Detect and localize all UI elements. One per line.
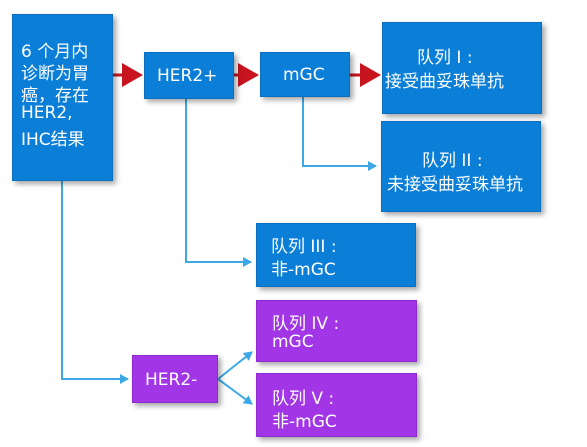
node-diagnosis-line-3: 癌，存在 [21,86,89,106]
node-cohort-2: 队列 II : 未接受曲妥珠单抗 [381,121,541,212]
node-mgc-label: mGC [283,65,325,85]
arrow-root-to-her2neg [61,181,129,384]
node-cohort-1: 队列 I : 接受曲妥珠单抗 [382,22,542,114]
node-diagnosis-line-1: 6 个月内 [21,42,89,62]
node-cohort-4-line-1: 队列 IV : [272,314,340,334]
node-diagnosis: 6 个月内 诊断为胃 癌，存在 HER2, IHC结果 [12,14,113,181]
node-diagnosis-line-2: 诊断为胃 [21,64,89,84]
node-cohort-3-line-1: 队列 III : [271,237,337,257]
node-cohort-4-line-2: mGC [272,332,314,352]
node-cohort-3: 队列 III : 非-mGC [256,223,416,287]
node-diagnosis-line-5: IHC结果 [21,130,85,150]
arrow-mgc-to-cohort2 [302,97,377,171]
node-her2-positive-label: HER2+ [157,66,218,86]
node-cohort-2-line-1: 队列 II : [422,151,483,171]
node-her2-negative-label: HER2- [145,370,198,390]
arrow-her2neg-to-cohort5 [217,378,253,405]
node-diagnosis-line-4: HER2, [21,103,73,123]
node-her2-negative: HER2- [132,355,218,403]
arrow-her2pos-to-cohort3 [185,99,252,267]
arrow-her2neg-to-cohort4 [217,351,253,380]
node-mgc: mGC [260,52,350,97]
node-cohort-5: 队列 V : 非-mGC [256,373,417,437]
node-cohort-2-line-2: 未接受曲妥珠单抗 [387,175,523,195]
node-cohort-1-line-2: 接受曲妥珠单抗 [385,72,504,92]
node-cohort-1-line-1: 队列 I : [417,48,473,68]
node-cohort-5-line-1: 队列 V : [272,389,335,409]
node-cohort-5-line-2: 非-mGC [272,412,337,432]
node-cohort-3-line-2: 非-mGC [271,260,336,280]
node-her2-positive: HER2+ [144,52,234,99]
node-cohort-4: 队列 IV : mGC [256,300,417,362]
